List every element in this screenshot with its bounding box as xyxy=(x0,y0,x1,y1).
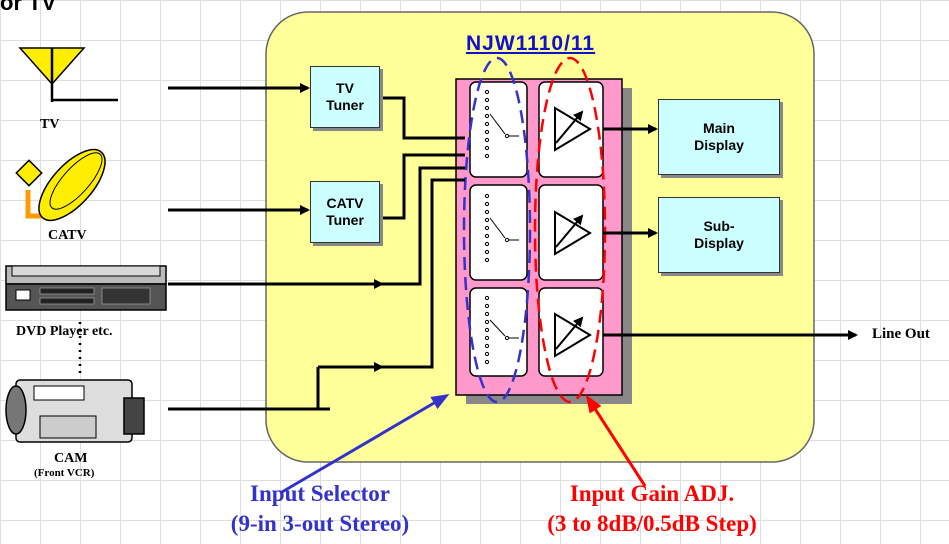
satellite-dish-icon xyxy=(15,148,106,222)
source-label-catv: CATV xyxy=(48,228,87,243)
selector-callout-sub: (9-in 3-out Stereo) xyxy=(230,511,410,536)
sub-display-box: Sub- Display xyxy=(658,197,780,273)
header-partial-text: or TV xyxy=(0,0,57,15)
catv-tuner-box: CATV Tuner xyxy=(310,181,380,243)
selector-switch-icons xyxy=(484,89,519,365)
source-label-tv: TV xyxy=(40,117,60,132)
gain-highlight-ellipse xyxy=(533,56,607,404)
gain-callout-sub: (3 to 8dB/0.5dB Step) xyxy=(547,511,757,536)
line-out-label: Line Out xyxy=(872,326,930,342)
tv-tuner-box: TV Tuner xyxy=(310,66,380,128)
camcorder-icon xyxy=(5,379,145,443)
amplifier-icons xyxy=(554,106,592,358)
signal-wires xyxy=(168,83,858,411)
chip-title: NJW1110/11 xyxy=(466,32,596,55)
source-label-cam-sub: (Front VCR) xyxy=(34,467,95,479)
source-label-cam: CAM xyxy=(54,451,88,466)
main-display-box: Main Display xyxy=(658,99,780,175)
dvd-player-icon xyxy=(5,265,167,311)
source-label-dvd: DVD Player etc. xyxy=(16,324,113,339)
selector-callout-title: Input Selector xyxy=(250,481,390,506)
selector-cells xyxy=(469,81,528,377)
selector-callout-arrow xyxy=(281,393,450,494)
gain-callout-title: Input Gain ADJ. xyxy=(569,481,735,506)
selector-highlight-ellipse xyxy=(462,56,532,404)
antenna-icon xyxy=(18,47,118,102)
gain-callout-arrow xyxy=(585,394,647,487)
